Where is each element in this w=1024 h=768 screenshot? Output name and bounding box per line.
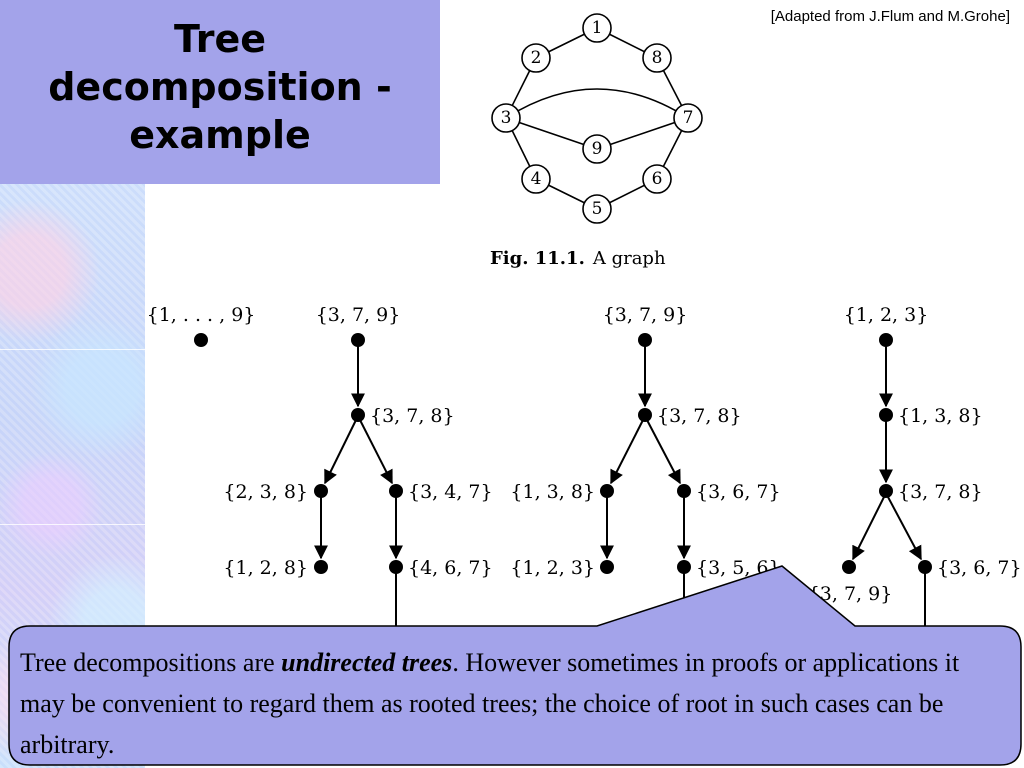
graph-node bbox=[582, 194, 612, 224]
decomposition-2: {3, 7, 9} {3, 7, 8} {2, 3, 8} {3, 4, 7} … bbox=[223, 304, 493, 630]
callout-text: Tree decompositions are undirected trees… bbox=[20, 642, 1010, 765]
graph-edge bbox=[505, 117, 598, 150]
graph-node bbox=[642, 164, 672, 194]
tree-edge bbox=[887, 496, 922, 561]
tree-node bbox=[314, 560, 328, 574]
decomposition-3: {3, 7, 9} {3, 7, 8} {1, 3, 8} {3, 6, 7} … bbox=[510, 304, 781, 630]
bag-label: {3, 7, 8} bbox=[370, 405, 455, 427]
graph-node bbox=[491, 103, 521, 133]
tree-node bbox=[918, 560, 932, 574]
bag-label: {3, 7, 9} bbox=[603, 304, 688, 326]
tree-node bbox=[879, 408, 893, 422]
callout-bubble bbox=[8, 565, 1022, 766]
title-box: Tree decomposition - example bbox=[0, 0, 440, 184]
graph-node-label: 9 bbox=[592, 139, 603, 159]
graph-node-label: 5 bbox=[592, 199, 603, 219]
texture-divider bbox=[0, 349, 145, 350]
title-line-1: Tree bbox=[173, 17, 266, 61]
tree-node bbox=[638, 333, 652, 347]
bag-label: {3, 7, 9} bbox=[316, 304, 401, 326]
texture-divider bbox=[0, 524, 145, 525]
graph-node-label: 7 bbox=[683, 108, 694, 128]
tree-edge bbox=[610, 419, 644, 485]
tree-node bbox=[677, 560, 691, 574]
callout-pre: Tree decompositions are bbox=[20, 648, 282, 677]
tree-node bbox=[389, 484, 403, 498]
graph-node-label: 8 bbox=[652, 48, 663, 68]
tree-node bbox=[351, 333, 365, 347]
tree-node bbox=[677, 484, 691, 498]
bag-label: {3, 7, 8} bbox=[657, 405, 742, 427]
callout-post: . However sometimes in proofs or applica… bbox=[20, 648, 960, 759]
tree-node bbox=[638, 408, 652, 422]
tree-node bbox=[879, 333, 893, 347]
graph-node-label: 4 bbox=[531, 169, 542, 189]
graph-edge bbox=[505, 88, 689, 119]
tree-edge bbox=[646, 419, 681, 485]
caption-bold: Fig. 11.1. bbox=[490, 248, 585, 269]
graph-node bbox=[673, 103, 703, 133]
callout-emphasis: undirected trees bbox=[281, 648, 453, 677]
figure-caption: Fig. 11.1. A graph bbox=[490, 248, 666, 269]
bag-label: {1, 2, 3} bbox=[510, 557, 595, 579]
tree-node bbox=[842, 560, 856, 574]
source-credit: [Adapted from J.Flum and M.Grohe] bbox=[770, 8, 1010, 25]
caption-rest: A graph bbox=[592, 248, 666, 269]
bag-label: {2, 3, 8} bbox=[223, 481, 308, 503]
title-line-2: decomposition - bbox=[48, 65, 392, 109]
bag-label: {3, 4, 7} bbox=[408, 481, 493, 503]
graph-node bbox=[582, 134, 612, 164]
decomposition-1: {1, . . . , 9} bbox=[147, 304, 256, 347]
graph-node-label: 3 bbox=[501, 108, 512, 128]
tree-node bbox=[600, 484, 614, 498]
graph-node-label: 1 bbox=[592, 18, 603, 38]
tree-edge bbox=[852, 496, 885, 561]
bag-label: {1, . . . , 9} bbox=[147, 304, 256, 326]
tree-node bbox=[194, 333, 208, 347]
bag-label: {1, 2, 3} bbox=[844, 304, 929, 326]
bag-label: {1, 2, 8} bbox=[223, 557, 308, 579]
bag-label: {1, 3, 8} bbox=[898, 405, 983, 427]
graph-node-label: 2 bbox=[531, 48, 542, 68]
tree-node bbox=[351, 408, 365, 422]
bag-label: {3, 6, 7} bbox=[937, 557, 1022, 579]
bag-label: {4, 6, 7} bbox=[408, 557, 493, 579]
tree-edge bbox=[324, 419, 357, 485]
bag-label: {3, 7, 8} bbox=[898, 481, 983, 503]
example-graph: 1 2 3 4 5 6 7 8 9 Fig. 11.1. A graph bbox=[490, 13, 703, 269]
graph-node bbox=[521, 43, 551, 73]
title-line-3: example bbox=[129, 113, 311, 157]
bag-label: {1, 3, 8} bbox=[510, 481, 595, 503]
tree-node bbox=[879, 484, 893, 498]
graph-node bbox=[521, 164, 551, 194]
tree-node bbox=[314, 484, 328, 498]
decomposition-4: {1, 2, 3} {1, 3, 8} {3, 7, 8} {3, 7, 9} … bbox=[808, 304, 1022, 630]
graph-node bbox=[642, 43, 672, 73]
bag-label: {3, 7, 9} bbox=[808, 583, 893, 605]
graph-node bbox=[582, 13, 612, 43]
tree-edge bbox=[359, 419, 393, 485]
graph-node-label: 6 bbox=[652, 169, 663, 189]
bag-label: {3, 6, 7} bbox=[696, 481, 781, 503]
tree-node bbox=[600, 560, 614, 574]
slide-title: Tree decomposition - example bbox=[48, 15, 392, 159]
tree-node bbox=[389, 560, 403, 574]
graph-edge bbox=[596, 117, 689, 150]
